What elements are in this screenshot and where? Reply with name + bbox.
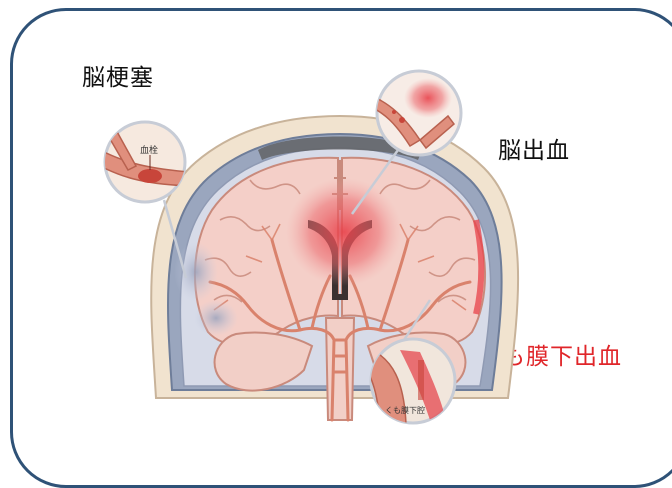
thrombus-label: 血栓 xyxy=(140,144,158,156)
brain-illustration: 血栓 くも膜下腔 xyxy=(0,0,672,475)
hemorrhage-zone xyxy=(286,178,402,286)
subarachnoid-space-label: くも膜下腔 xyxy=(385,405,425,415)
